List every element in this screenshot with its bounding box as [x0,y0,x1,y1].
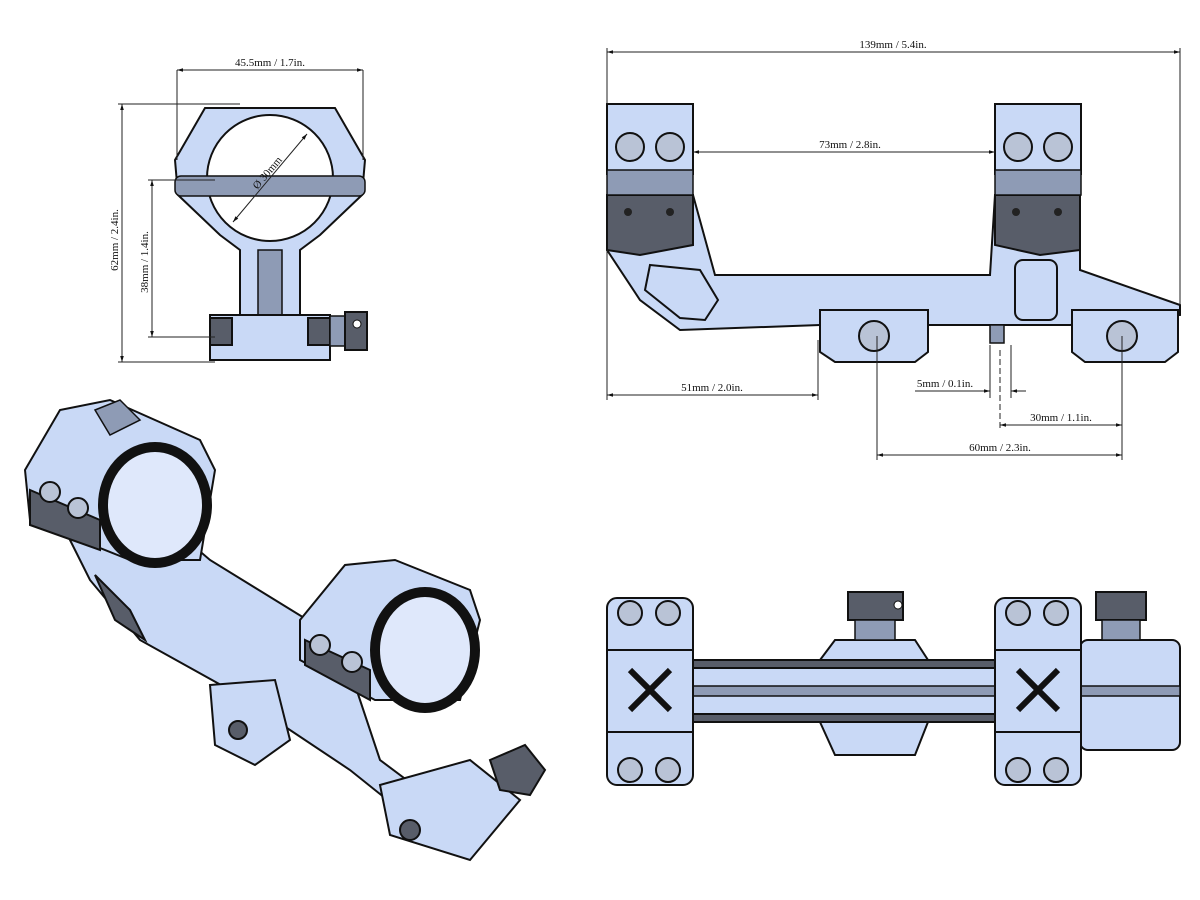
front-height-dimension: 62mm / 2.4in. [109,209,121,271]
lug-width-dimension: 5mm / 0.1in. [917,378,973,390]
ring-spacing-dimension: 73mm / 2.8in. [819,139,881,151]
lug-to-clamp-dimension: 30mm / 1.1in. [1030,412,1092,424]
offset-dimension: 51mm / 2.0in. [681,382,743,394]
side-view: 139mm / 5.4in. 73mm / 2.8in. 51mm / 2.0i… [606,39,1181,460]
overall-length-dimension: 139mm / 5.4in. [859,39,926,51]
front-width-dimension: 45.5mm / 1.7in. [235,57,305,69]
mount-side [606,103,1181,363]
front-view: 45.5mm / 1.7in. Ø 30mm 62mm / 2.4in. 38m… [109,57,368,363]
top-view [606,591,1181,786]
clamp-spacing-dimension: 60mm / 2.3in. [969,442,1031,454]
ring-front [173,107,368,361]
isometric-view [23,398,547,862]
center-height-dimension: 38mm / 1.4in. [139,231,151,293]
